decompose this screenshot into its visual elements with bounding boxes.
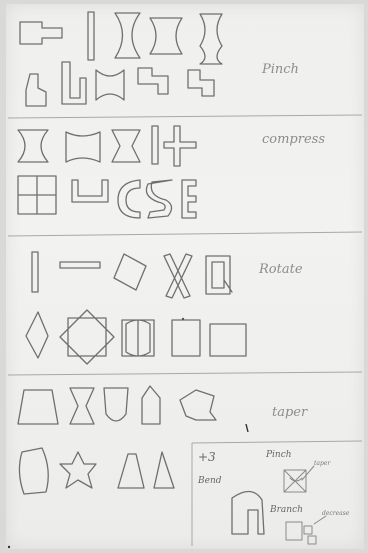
taper-shape-irregular bbox=[180, 390, 216, 420]
rotate-shape-star-square bbox=[60, 310, 114, 364]
rotate-shape-vertical-bar bbox=[32, 252, 38, 292]
rotate-shape-cylinder bbox=[122, 320, 154, 356]
divider-line-2 bbox=[8, 232, 362, 236]
compress-letter-e bbox=[182, 180, 196, 218]
section-label-compress: compress bbox=[262, 132, 325, 147]
pinch-shape-wave bbox=[200, 14, 222, 64]
compress-letter-c bbox=[118, 180, 140, 218]
taper-shape-house bbox=[142, 386, 160, 424]
branch-sketch bbox=[286, 522, 316, 544]
compress-shape-u bbox=[72, 180, 108, 202]
pinch-shape-zig bbox=[188, 70, 214, 96]
stray-dot-1 bbox=[182, 318, 184, 320]
stray-mark bbox=[246, 424, 248, 432]
decrease-pointer-line bbox=[314, 516, 326, 524]
inset-top-line bbox=[192, 441, 362, 443]
pinch-shape-hourglass bbox=[115, 13, 140, 58]
compress-shape-bar bbox=[152, 126, 158, 164]
rotate-shapes bbox=[26, 252, 246, 364]
rotate-shape-rhombus bbox=[26, 312, 48, 358]
pinch-shape-bar bbox=[88, 12, 94, 60]
compress-shapes bbox=[18, 126, 196, 218]
rotate-shape-horizontal-bar bbox=[60, 262, 100, 268]
rotate-shape-x bbox=[164, 254, 192, 298]
pinch-shape-bowtie bbox=[96, 70, 124, 100]
pinch-sketch bbox=[284, 470, 306, 492]
taper-shape-star bbox=[60, 452, 96, 488]
rotate-shape-frame bbox=[206, 256, 232, 294]
compress-letter-s bbox=[146, 180, 172, 218]
pinch-shapes bbox=[20, 12, 222, 106]
taper-pointer-line bbox=[302, 466, 314, 480]
compress-shape-1 bbox=[18, 130, 48, 162]
inset-label-decrease: decrease bbox=[322, 510, 349, 517]
section-label-rotate: Rotate bbox=[259, 262, 303, 277]
taper-shape-cup bbox=[104, 388, 128, 421]
taper-shape-rounded bbox=[19, 448, 48, 494]
compress-shape-plus bbox=[164, 126, 196, 166]
inset-label-branch: Branch bbox=[270, 505, 303, 515]
compress-shape-2 bbox=[66, 132, 100, 162]
section-label-taper: taper bbox=[272, 405, 307, 420]
taper-shapes bbox=[18, 386, 216, 494]
section-label-pinch: Pinch bbox=[262, 62, 299, 77]
rotate-shape-rectangle bbox=[210, 324, 246, 356]
inset-label-pinch: Pinch bbox=[266, 450, 292, 460]
taper-shape-triangle bbox=[154, 452, 174, 488]
rotate-shape-square bbox=[172, 320, 200, 356]
inset-label-bend: Bend bbox=[198, 476, 222, 486]
compress-shape-3 bbox=[112, 130, 140, 162]
divider-line-3 bbox=[8, 372, 362, 375]
taper-shape-hourglass bbox=[70, 388, 94, 424]
divider-line-1 bbox=[8, 115, 362, 118]
compress-shape-grid bbox=[18, 176, 56, 214]
bend-sketch bbox=[232, 491, 264, 534]
taper-shape-wedge bbox=[118, 454, 144, 488]
pinch-shape-concave bbox=[150, 18, 182, 54]
stray-dot-2 bbox=[8, 546, 10, 548]
inset-label-plus3: +3 bbox=[198, 450, 216, 464]
rotate-shape-diamond bbox=[114, 254, 146, 290]
pinch-shape-block bbox=[20, 22, 62, 44]
taper-shape-trapezoid bbox=[18, 390, 58, 424]
inset-label-taper: taper bbox=[314, 460, 330, 467]
pinch-shape-step bbox=[138, 68, 168, 94]
pinch-shape-bottle bbox=[26, 74, 46, 106]
pinch-shape-l bbox=[62, 62, 86, 104]
